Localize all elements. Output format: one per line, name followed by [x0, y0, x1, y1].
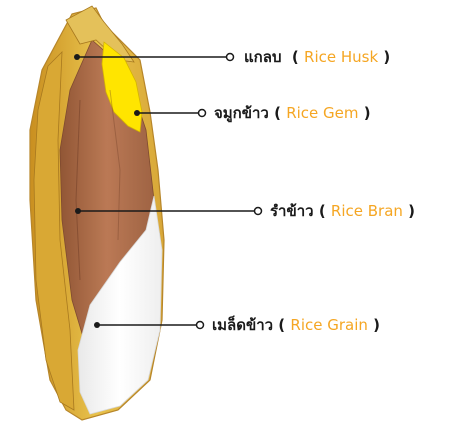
close-paren: ) — [364, 104, 371, 122]
open-paren: ( — [292, 48, 299, 66]
close-paren: ) — [383, 48, 390, 66]
label-rice-husk: แกลบ ( Rice Husk ) — [244, 47, 390, 67]
label-thai: รำข้าว — [270, 202, 314, 220]
open-paren: ( — [274, 104, 281, 122]
label-english: Rice Grain — [290, 316, 368, 334]
label-english: Rice Husk — [304, 48, 378, 66]
label-english: Rice Bran — [331, 202, 403, 220]
label-english: Rice Gem — [286, 104, 358, 122]
open-paren: ( — [319, 202, 326, 220]
label-thai: จมูกข้าว — [214, 104, 269, 122]
open-paren: ( — [278, 316, 285, 334]
label-thai: แกลบ — [244, 48, 281, 66]
close-paren: ) — [408, 202, 415, 220]
close-paren: ) — [373, 316, 380, 334]
label-rice-gem: จมูกข้าว ( Rice Gem ) — [214, 103, 371, 123]
label-rice-grain: เมล็ดข้าว ( Rice Grain ) — [212, 315, 380, 335]
label-thai: เมล็ดข้าว — [212, 316, 273, 334]
label-rice-bran: รำข้าว ( Rice Bran ) — [270, 201, 415, 221]
